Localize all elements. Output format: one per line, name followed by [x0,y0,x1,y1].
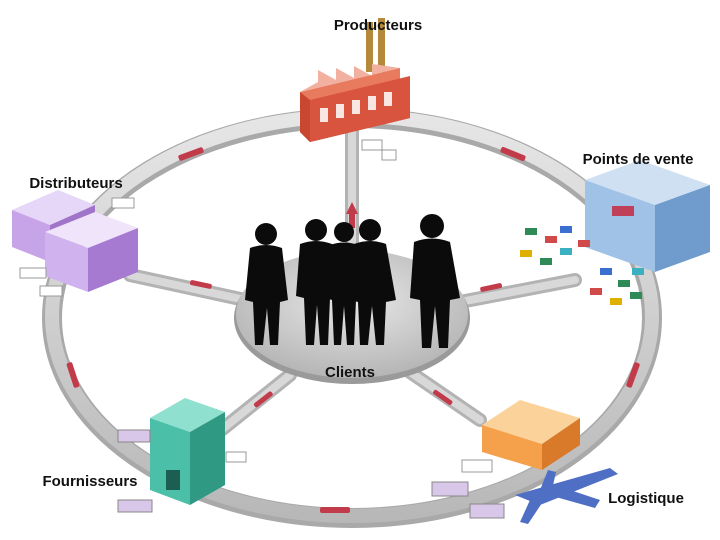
node-label-distributeurs: Distributeurs [29,175,122,192]
node-label-points-de-vente: Points de vente [583,151,694,168]
flow-arrow [320,507,350,513]
node-label-producteurs: Producteurs [334,17,422,34]
hub-label-clients: Clients [325,364,375,381]
distributor-icon [12,190,138,296]
clients-people-icon [245,214,460,348]
node-label-logistique: Logistique [608,490,684,507]
node-label-fournisseurs: Fournisseurs [42,473,137,490]
